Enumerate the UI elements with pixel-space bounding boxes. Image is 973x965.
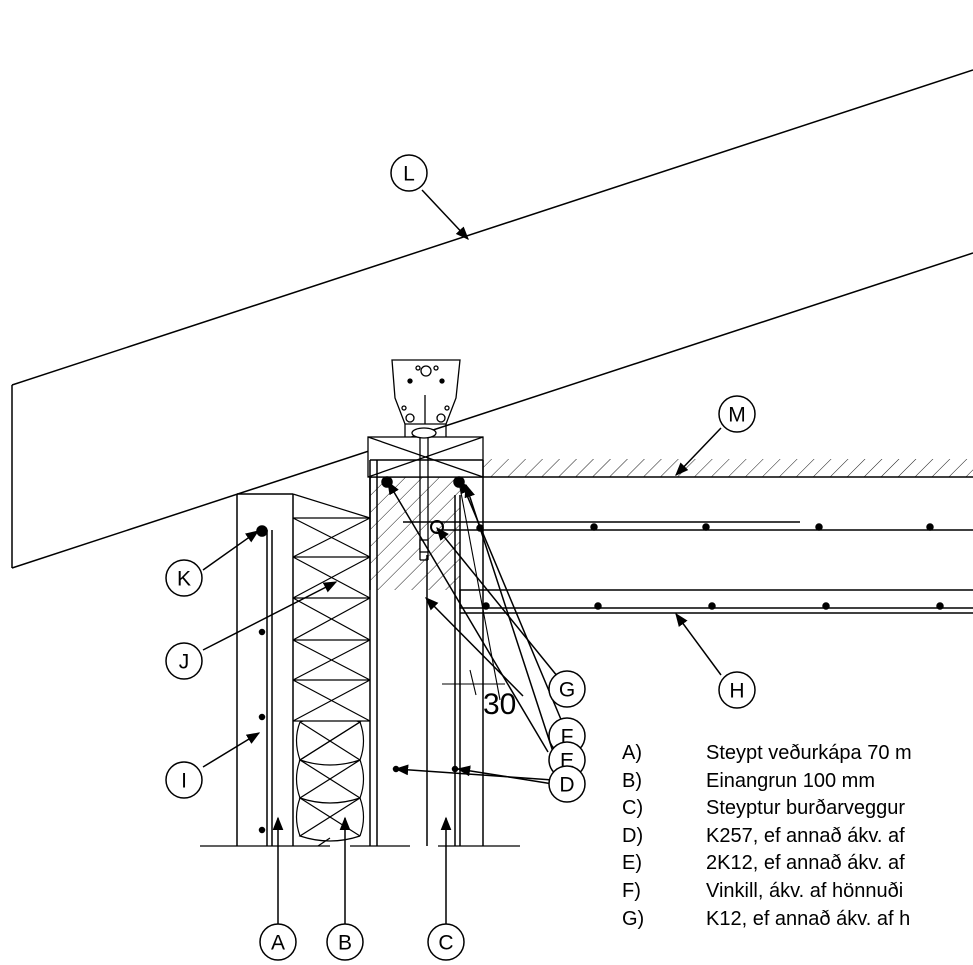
- svg-text:D): D): [622, 825, 643, 847]
- svg-text:F): F): [622, 880, 641, 902]
- callout-H: H: [718, 671, 756, 709]
- svg-text:C): C): [622, 797, 643, 819]
- legend-item: C) Steyptur burðarveggur: [622, 797, 905, 819]
- svg-text:A: A: [271, 932, 285, 955]
- svg-text:E): E): [622, 852, 642, 874]
- angle-dimension: [442, 481, 505, 701]
- svg-text:G): G): [622, 908, 644, 930]
- svg-text:Vinkill, ákv. af hönnuði: Vinkill, ákv. af hönnuði: [706, 880, 903, 902]
- svg-text:G: G: [559, 679, 575, 702]
- svg-text:J: J: [179, 651, 190, 674]
- leader-lines: [202, 189, 722, 925]
- legend: A) Steypt veðurkápa 70 m B) Einangrun 10…: [622, 742, 912, 930]
- svg-text:K12, ef annað ákv. af h: K12, ef annað ákv. af h: [706, 908, 910, 930]
- outer-cladding: [236, 493, 294, 846]
- svg-text:Einangrun 100 mm: Einangrun 100 mm: [706, 770, 875, 792]
- legend-item: B) Einangrun 100 mm: [622, 770, 875, 792]
- legend-item: A) Steypt veðurkápa 70 m: [622, 742, 912, 764]
- callout-A: A: [259, 923, 297, 961]
- svg-text:Steypt veðurkápa 70 m: Steypt veðurkápa 70 m: [706, 742, 912, 764]
- roof-rafter: [11, 69, 973, 569]
- legend-item: D) K257, ef annað ákv. af: [622, 825, 905, 847]
- callout-D: D: [548, 765, 586, 803]
- svg-text:L: L: [403, 163, 415, 186]
- callout-B: B: [326, 923, 364, 961]
- legend-item: F) Vinkill, ákv. af hönnuði: [622, 880, 903, 902]
- svg-text:C: C: [438, 932, 453, 955]
- legend-item: E) 2K12, ef annað ákv. af: [622, 852, 905, 874]
- callout-C: C: [427, 923, 465, 961]
- callout-M: M: [718, 395, 756, 433]
- angle-value: 30: [483, 688, 516, 721]
- svg-text:K257, ef annað ákv. af: K257, ef annað ákv. af: [706, 825, 905, 847]
- section-cut-lines: [200, 837, 520, 847]
- legend-item: G) K12, ef annað ákv. af h: [622, 908, 910, 930]
- svg-text:M: M: [728, 404, 746, 427]
- svg-text:A): A): [622, 742, 642, 764]
- svg-text:K: K: [177, 568, 191, 591]
- slab-plank: [459, 589, 973, 614]
- insulation: [295, 721, 365, 842]
- wall-plate-timber: [367, 436, 484, 478]
- hurricane-tie-bracket: [391, 359, 461, 437]
- callout-J: J: [165, 642, 203, 680]
- concrete-slab: [370, 459, 973, 590]
- svg-text:D: D: [559, 774, 574, 797]
- callout-L: L: [390, 154, 428, 192]
- svg-text:2K12, ef annað ákv. af: 2K12, ef annað ákv. af: [706, 852, 905, 874]
- svg-text:I: I: [181, 770, 187, 793]
- callout-K: K: [165, 559, 203, 597]
- slab-rebar: [403, 521, 973, 610]
- svg-text:Steyptur burðarveggur: Steyptur burðarveggur: [706, 797, 905, 819]
- svg-text:B): B): [622, 770, 642, 792]
- callout-I: I: [165, 761, 203, 799]
- svg-text:H: H: [729, 680, 744, 703]
- svg-text:B: B: [338, 932, 352, 955]
- cavity-zigzag: [292, 493, 371, 722]
- callout-G: G: [548, 670, 586, 708]
